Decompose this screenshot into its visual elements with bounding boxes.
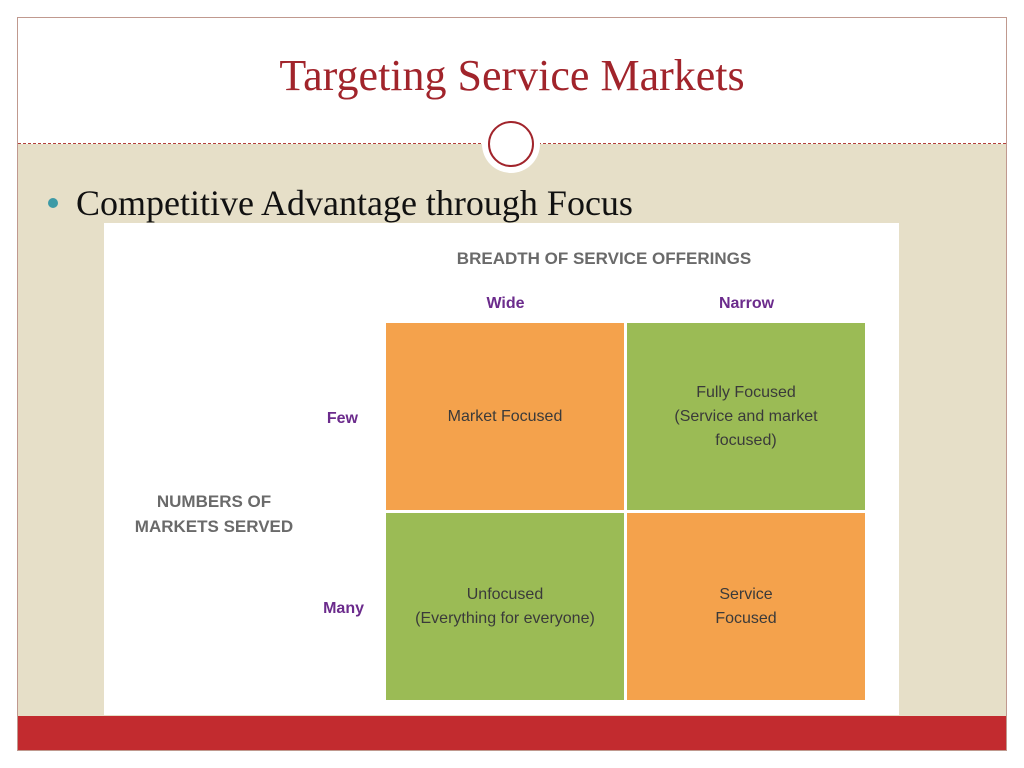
- row-header-many: Many: [323, 600, 364, 617]
- ornament-ring: [488, 121, 534, 167]
- cell-fully-focused: Fully Focused (Service and market focuse…: [627, 323, 865, 510]
- cell-unfocused: Unfocused (Everything for everyone): [386, 513, 624, 700]
- slide-footer-bar: [18, 716, 1006, 750]
- breadth-axis-label: BREADTH OF SERVICE OFFERINGS: [456, 249, 752, 268]
- bullet-item: Competitive Advantage through Focus: [48, 182, 633, 224]
- circle-ornament-icon: [482, 115, 540, 173]
- cell-market-focused: Market Focused: [386, 323, 624, 510]
- row-header-few: Few: [326, 410, 358, 427]
- markets-axis-label: NUMBERS OF MARKETS SERVED: [134, 492, 294, 536]
- column-header-narrow: Narrow: [718, 295, 775, 312]
- bullet-text: Competitive Advantage through Focus: [76, 183, 633, 223]
- slide-frame: Targeting Service Markets Competitive Ad…: [17, 17, 1007, 751]
- slide-title: Targeting Service Markets: [279, 51, 745, 100]
- cell-service-focused: Service Focused: [627, 513, 865, 700]
- focus-matrix-diagram: BREADTH OF SERVICE OFFERINGS NUMBERS OF …: [104, 223, 899, 715]
- bullet-dot-icon: [48, 198, 58, 208]
- column-header-wide: Wide: [486, 295, 525, 312]
